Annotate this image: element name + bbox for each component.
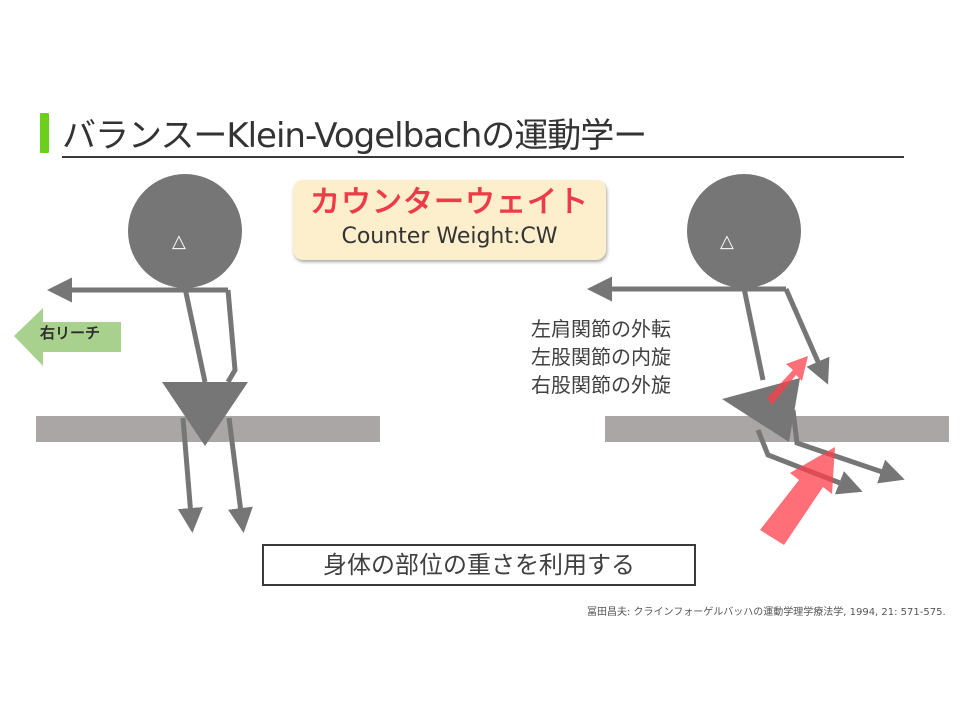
citation: 冨田昌夫: クラインフォーゲルバッハの運動学理学療法学, 1994, 21: 5…: [587, 607, 946, 618]
title-accent-bar: [40, 113, 49, 153]
right-stick-figure: △: [587, 174, 949, 545]
callout-english: Counter Weight:CW: [341, 224, 558, 249]
right-head: [687, 174, 801, 288]
left-head-triangle-icon: △: [172, 231, 186, 252]
reach-arrow-label: 右リーチ: [40, 324, 101, 342]
force-arrow-upper-icon: [767, 356, 808, 405]
force-arrow-lower-icon: [760, 447, 835, 545]
title-underline: [62, 156, 904, 158]
right-head-triangle-icon: △: [720, 231, 734, 252]
counter-weight-callout: カウンターウェイト Counter Weight:CW: [293, 180, 606, 260]
joint-notes: 左肩関節の外転 左股関節の内旋 右股関節の外旋: [531, 315, 671, 399]
slide-title: バランスーKlein-Vogelbachの運動学ー: [62, 116, 647, 156]
left-head: [128, 174, 242, 288]
joint-note: 左肩関節の外転: [531, 317, 671, 341]
summary-box: 身体の部位の重さを利用する: [262, 544, 696, 586]
reach-arrow-left-icon: [14, 308, 121, 366]
callout-japanese: カウンターウェイト: [310, 185, 589, 220]
left-stick-figure: △: [14, 174, 380, 533]
joint-note: 左股関節の内旋: [531, 345, 671, 369]
joint-note: 右股関節の外旋: [531, 373, 671, 397]
